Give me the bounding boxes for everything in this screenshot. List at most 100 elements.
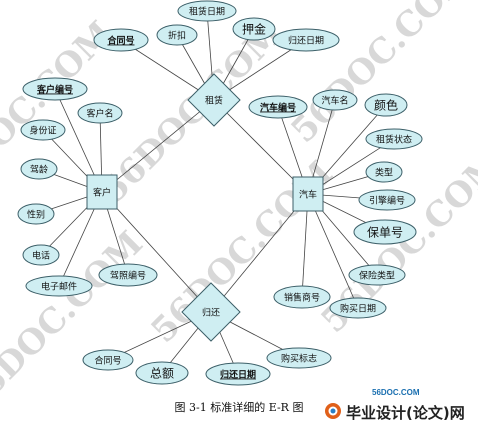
brand-site: 56DOC.COM (372, 388, 420, 397)
attribute-car_policy_no: 保单号 (353, 219, 417, 245)
watermark-text: 56DOC.COM (0, 224, 151, 421)
attribute-car_no-label: 汽车编号 (260, 102, 296, 114)
attribute-cust_id_card: 身份证 (20, 119, 66, 141)
attribute-ret_return_date-label: 归还日期 (220, 369, 256, 381)
attribute-ret_contract_no-label: 合同号 (94, 355, 121, 367)
attribute-car_sales_vendor: 销售商号 (273, 285, 331, 309)
attribute-car_type-label: 类型 (375, 167, 393, 179)
entity-car: 汽车 (292, 176, 324, 212)
relationship-diamond (187, 73, 241, 127)
edge-rent-customer (101, 99, 215, 193)
relationship-rent-label: 租赁 (205, 95, 223, 107)
attribute-rent_date-label: 租赁日期 (189, 6, 225, 18)
entity-car-label: 汽车 (299, 189, 317, 201)
attribute-ellipse (20, 119, 66, 141)
watermark-text: 56DOC.COM (284, 0, 478, 151)
figure-caption: 图 3-1 标准详细的 E-R 图 (174, 401, 304, 414)
attribute-rent_deposit: 押金 (232, 17, 276, 41)
attribute-rent_discount: 折扣 (156, 24, 198, 46)
attribute-ellipse (135, 361, 189, 385)
attribute-cust_no: 客户编号 (22, 77, 88, 101)
attribute-cust_driving_years-label: 驾龄 (30, 164, 48, 176)
attribute-car_purchase_date: 购买日期 (329, 297, 387, 319)
entity-customer-label: 客户 (93, 187, 111, 199)
attribute-ellipse (365, 161, 403, 183)
attribute-ret_total-label: 总额 (150, 367, 174, 381)
attribute-car_rent_status: 租赁状态 (365, 128, 423, 150)
attribute-ellipse (365, 128, 423, 150)
attribute-cust_license_no-label: 驾照编号 (110, 270, 146, 282)
edge-rent-car (213, 99, 309, 195)
attribute-ret_purchase_flag: 购买标志 (266, 347, 332, 369)
attribute-car_rent_status-label: 租赁状态 (376, 134, 412, 146)
attribute-ellipse (17, 203, 55, 225)
attribute-car_no: 汽车编号 (248, 95, 308, 119)
diagram-nodes: 客户汽车租赁归还合同号折扣租赁日期押金归还日期客户编号客户名身份证驾龄性别电话电… (17, 0, 423, 386)
connector-lines (35, 10, 395, 375)
brand-logo-icon (325, 403, 341, 419)
edge-return-car (210, 193, 309, 313)
attribute-ellipse (25, 275, 93, 297)
attribute-ellipse (20, 158, 58, 180)
attribute-rent_date: 租赁日期 (177, 0, 237, 22)
attribute-ellipse (348, 264, 406, 286)
attribute-cust_email-label: 电子邮件 (41, 281, 77, 293)
attribute-cust_gender: 性别 (17, 203, 55, 225)
edge-car-car_purchase_date (307, 193, 359, 309)
entity-box (86, 174, 118, 210)
attribute-rent_contract_no-label: 合同号 (107, 35, 134, 47)
attribute-cust_phone: 电话 (22, 244, 60, 266)
attribute-ellipse (329, 297, 387, 319)
attribute-ellipse (273, 285, 331, 309)
attribute-ellipse (353, 219, 417, 245)
attribute-car_name: 汽车名 (312, 89, 358, 111)
attribute-ellipse (22, 244, 60, 266)
attribute-cust_no-label: 客户编号 (36, 84, 73, 96)
attribute-ellipse (156, 24, 198, 46)
attribute-ret_purchase_flag-label: 购买标志 (281, 353, 317, 365)
attribute-cust_phone-label: 电话 (32, 250, 50, 262)
attribute-ellipse (266, 347, 332, 369)
relationship-rent: 租赁 (187, 73, 241, 127)
attribute-ret_total: 总额 (135, 361, 189, 385)
attribute-ellipse (93, 28, 149, 52)
attribute-ellipse (205, 362, 271, 386)
attribute-rent_deposit-label: 押金 (242, 22, 266, 37)
relationship-return-label: 归还 (202, 307, 220, 319)
attribute-car_color-label: 颜色 (374, 98, 398, 113)
attribute-cust_driving_years: 驾龄 (20, 158, 58, 180)
attribute-car_engine_no: 引擎编号 (358, 189, 416, 211)
watermark-layer: 56DOC.COM56DOC.COM56DOC.COM56DOC.COM56DO… (0, 0, 478, 421)
attribute-ellipse (98, 263, 158, 287)
attribute-car_color: 颜色 (364, 93, 408, 117)
edge-return-customer (101, 191, 212, 313)
attribute-ellipse (232, 17, 276, 41)
attribute-ellipse (82, 349, 134, 371)
attribute-ellipse (77, 102, 123, 124)
attribute-car_purchase_date-label: 购买日期 (340, 303, 376, 315)
attribute-rent_contract_no: 合同号 (93, 28, 149, 52)
attribute-ellipse (312, 89, 358, 111)
entity-box (292, 176, 324, 212)
attribute-rent_return_date: 归还日期 (272, 28, 340, 52)
attribute-car_engine_no-label: 引擎编号 (369, 195, 405, 207)
attribute-ellipse (358, 189, 416, 211)
attribute-rent_return_date-label: 归还日期 (288, 35, 324, 47)
attribute-ellipse (22, 77, 88, 101)
attribute-ellipse (364, 93, 408, 117)
relationship-diamond (181, 282, 241, 342)
attribute-car_name-label: 汽车名 (321, 95, 348, 107)
attribute-ellipse (248, 95, 308, 119)
attribute-cust_email: 电子邮件 (25, 275, 93, 297)
attribute-cust_id_card-label: 身份证 (29, 125, 56, 137)
brand-name: 毕业设计(论文)网 (346, 404, 465, 422)
attribute-ellipse (177, 0, 237, 22)
attribute-cust_name: 客户名 (77, 102, 123, 124)
attribute-car_sales_vendor-label: 销售商号 (284, 292, 320, 304)
attribute-cust_name-label: 客户名 (86, 108, 113, 120)
attribute-car_insurance_type-label: 保险类型 (359, 270, 395, 282)
attribute-car_insurance_type: 保险类型 (348, 264, 406, 286)
attribute-car_policy_no-label: 保单号 (367, 226, 403, 240)
relationship-return: 归还 (181, 282, 241, 342)
